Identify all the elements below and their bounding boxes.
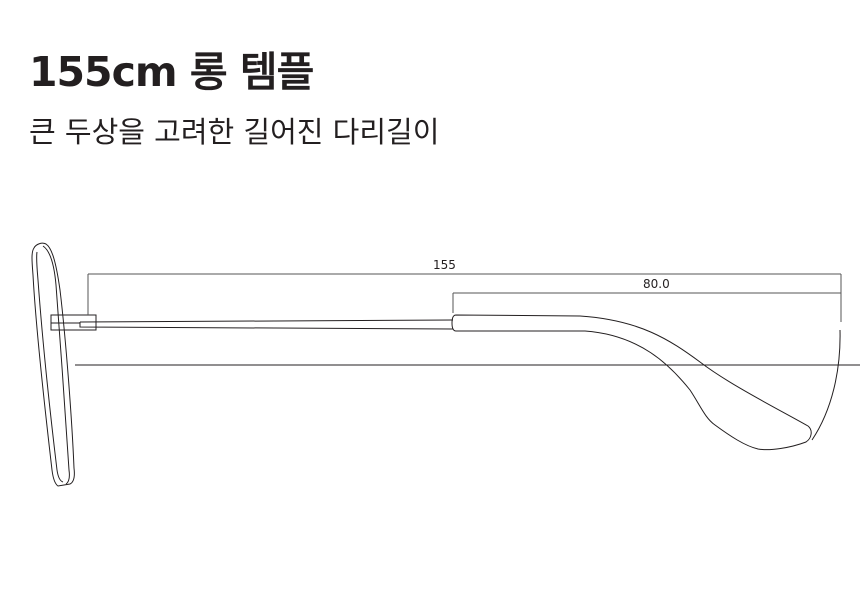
page-subtitle: 큰 두상을 고려한 길어진 다리길이 <box>29 115 440 149</box>
page-title: 155cm 롱 템플 <box>29 48 314 96</box>
temple-tip-icon <box>451 314 812 451</box>
ear-contour <box>811 329 841 441</box>
hinge-icon <box>50 314 97 331</box>
dimension-80 <box>452 292 841 313</box>
dimension-label-155: 155 <box>433 258 456 272</box>
frame-front-icon <box>31 242 75 487</box>
dimension-label-80: 80.0 <box>643 277 670 291</box>
temple-wire <box>79 319 454 330</box>
dimension-155 <box>87 273 842 322</box>
